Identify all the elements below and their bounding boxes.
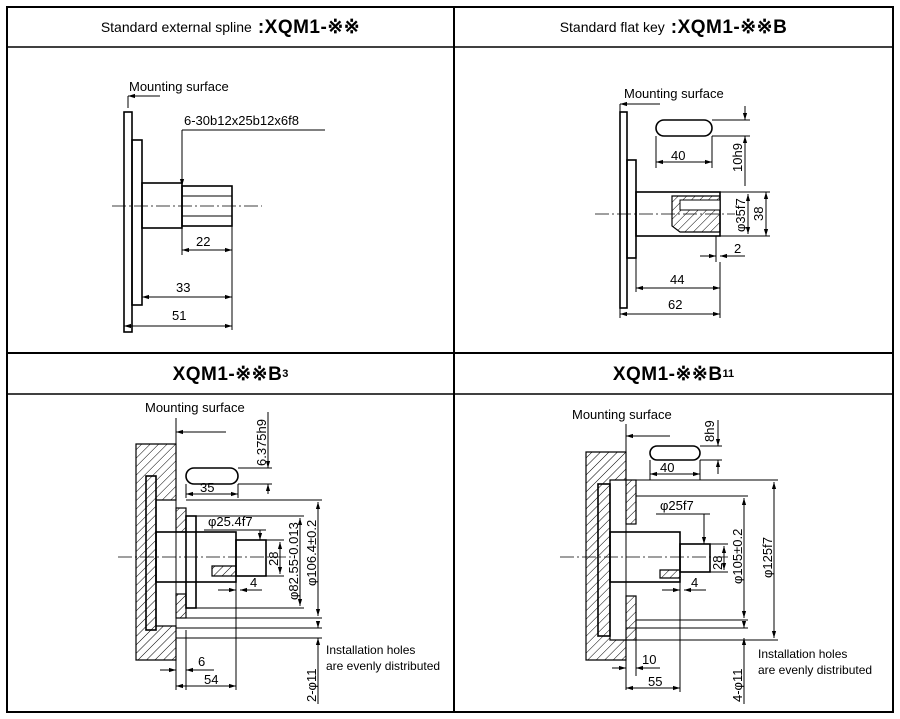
note-line-1: Installation holes	[326, 643, 415, 657]
dim-10h9: 10h9	[730, 143, 745, 172]
dim-62: 62	[668, 297, 682, 312]
table-frame	[6, 6, 894, 713]
panel-header-flat-key: Standard flat key :XQM1-※※B	[455, 8, 892, 46]
dim-phi105: φ105±0.2	[730, 529, 745, 584]
model-code: XQM1-※※B	[172, 363, 283, 385]
mounting-surface-label: Mounting surface	[145, 400, 245, 415]
subtitle: Standard external spline	[100, 19, 252, 35]
model-code: :XQM1-※※B	[670, 16, 788, 38]
subtitle: Standard flat key	[559, 19, 665, 35]
model-suffix: 11	[722, 368, 735, 380]
dim-2-phi11: 2-φ11	[304, 669, 319, 702]
dim-28: 28	[710, 556, 725, 570]
model-code: :XQM1-※※	[257, 16, 361, 38]
dim-10: 10	[642, 652, 656, 667]
dim-8h9: 8h9	[702, 420, 717, 442]
drawing-b11: Mounting surface 40 8h9	[560, 407, 872, 704]
dim-phi125f7: φ125f7	[760, 537, 775, 578]
note-line-2: are evenly distributed	[758, 663, 872, 677]
mounting-surface-label: Mounting surface	[129, 79, 229, 94]
dim-44: 44	[670, 272, 684, 287]
dim-51: 51	[172, 308, 186, 323]
panel-header-external-spline: Standard external spline :XQM1-※※	[8, 8, 453, 46]
dim-phi25-4f7: φ25.4f7	[208, 514, 253, 529]
dim-28: 28	[266, 552, 281, 566]
dim-33: 33	[176, 280, 190, 295]
dim-phi82-55: φ82.55-0.013	[286, 522, 301, 600]
dim-22: 22	[196, 234, 210, 249]
dim-phi106-4: φ106.4±0.2	[304, 520, 319, 586]
dim-6-375h9: 6.375h9	[254, 419, 269, 466]
model-code: XQM1-※※B	[612, 363, 723, 385]
dim-35: 35	[200, 480, 214, 495]
dim-2: 2	[734, 241, 741, 256]
mounting-surface-label: Mounting surface	[624, 86, 724, 101]
drawing-b3: Mounting surface 35 6.375h9	[118, 400, 440, 704]
dim-38: 38	[751, 207, 766, 221]
dim-40: 40	[671, 148, 685, 163]
dim-40: 40	[660, 460, 674, 475]
dim-4: 4	[250, 575, 257, 590]
dim-6: 6	[198, 654, 205, 669]
model-suffix: 3	[282, 368, 289, 380]
drawing-flat-key: Mounting surface 40 10h9	[595, 86, 770, 318]
dim-phi25f7: φ25f7	[660, 498, 694, 513]
dim-54: 54	[204, 672, 218, 687]
note-line-2: are evenly distributed	[326, 659, 440, 673]
drawing-external-spline: Mounting surface 6-30b12x25b12x6f8 22	[112, 79, 325, 333]
spline-spec: 6-30b12x25b12x6f8	[184, 113, 299, 128]
note-line-1: Installation holes	[758, 647, 847, 661]
dim-4: 4	[691, 575, 698, 590]
dim-phi35f7: φ35f7	[733, 198, 748, 232]
dim-55: 55	[648, 674, 662, 689]
mounting-surface-label: Mounting surface	[572, 407, 672, 422]
dim-4-phi11: 4-φ11	[730, 669, 745, 702]
